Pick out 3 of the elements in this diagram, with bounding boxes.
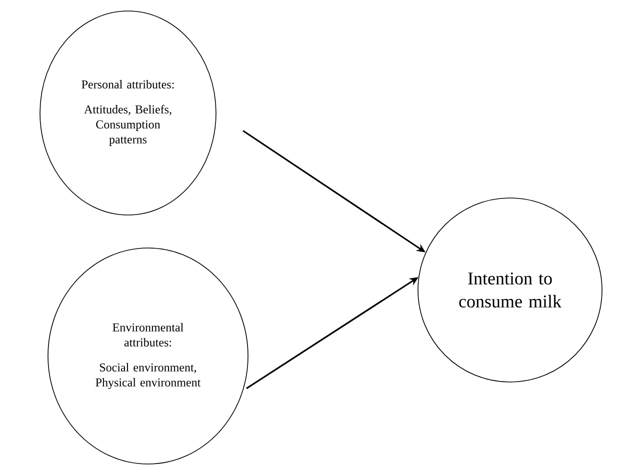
ellipse-node: Environmental attributes: Social environment, Physical environment <box>48 248 248 464</box>
ellipse-node: Intention to consume milk <box>418 198 602 382</box>
ellipse-node: Personal attributes: Attitudes, Beliefs, Consumption patterns <box>40 10 216 216</box>
